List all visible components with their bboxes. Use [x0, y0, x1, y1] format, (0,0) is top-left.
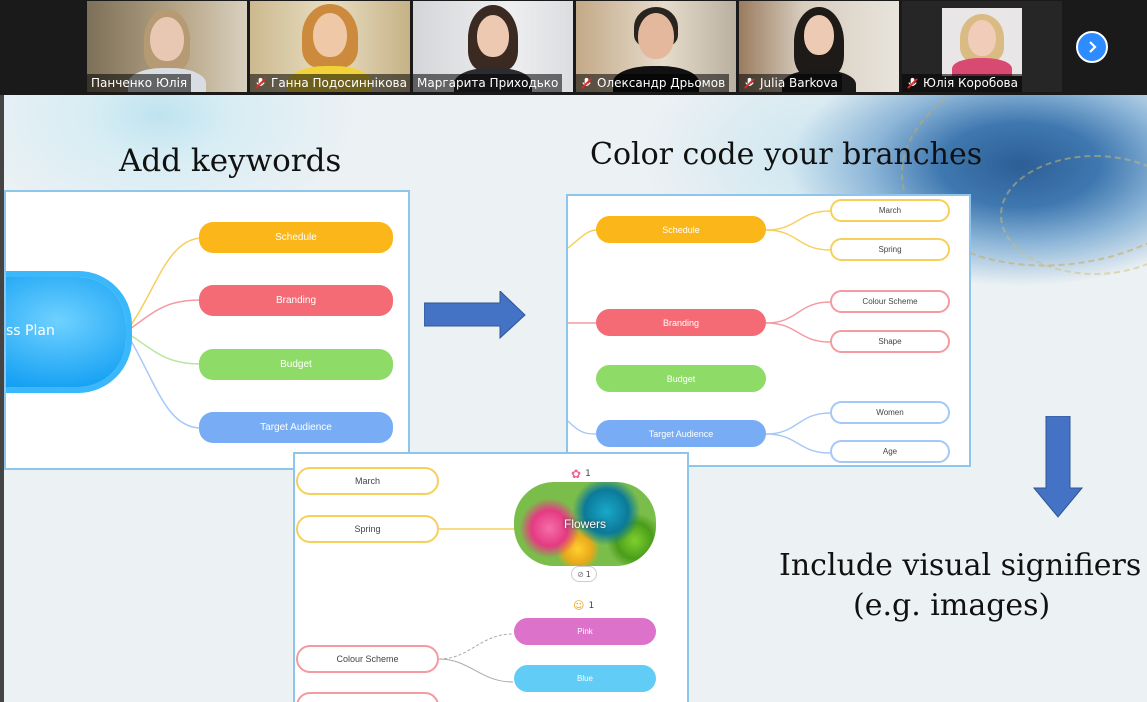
leaf-colour-scheme[interactable]: Colour Scheme	[296, 645, 439, 673]
mic-muted-icon	[255, 77, 266, 89]
branch-schedule[interactable]: Schedule	[596, 216, 766, 243]
arrow-right-icon	[424, 291, 526, 339]
smiley-heart-eyes-icon: ☺	[573, 599, 585, 612]
branch-budget[interactable]: Budget	[199, 349, 393, 380]
participant-tile[interactable]: Ганна Подосиннікова	[250, 1, 410, 92]
participant-name: Панченко Юлія	[91, 76, 188, 90]
central-topic-cloud[interactable]	[6, 277, 126, 387]
leaf-spring[interactable]: Spring	[830, 238, 950, 261]
slide-left-edge	[0, 95, 4, 702]
emoji-sticker-count: ☺1	[573, 599, 595, 612]
branch-blue[interactable]: Blue	[514, 665, 656, 692]
heading-visual-example: (e.g. images)	[853, 588, 1051, 623]
flowers-image-node[interactable]: Flowers	[514, 482, 656, 566]
participant-name: Маргарита Приходько	[417, 76, 559, 90]
participant-name: Julia Barkova	[760, 76, 838, 90]
participant-tile[interactable]: Олександр Дрьомов	[576, 1, 736, 92]
arrow-down-icon	[1033, 416, 1083, 518]
flowers-node-label: Flowers	[563, 517, 606, 531]
leaf-shape[interactable]	[296, 692, 439, 702]
flower-icon: ✿	[571, 467, 582, 481]
branch-target-audience[interactable]: Target Audience	[596, 420, 766, 447]
leaf-spring[interactable]: Spring	[296, 515, 439, 543]
heading-visual-signifiers: Include visual signifiers	[779, 548, 1142, 583]
central-topic-label: ss Plan	[6, 323, 55, 339]
participant-name: Ганна Подосиннікова	[271, 76, 407, 90]
branch-links	[568, 210, 831, 454]
leaf-march[interactable]: March	[830, 199, 950, 222]
mic-muted-icon	[581, 77, 592, 89]
participant-tile[interactable]: Панченко Юлія	[87, 1, 247, 92]
leaf-colour-scheme[interactable]: Colour Scheme	[830, 290, 950, 313]
branch-branding[interactable]: Branding	[199, 285, 393, 316]
mic-muted-icon	[744, 77, 755, 89]
branch-schedule[interactable]: Schedule	[199, 222, 393, 253]
heading-color-code: Color code your branches	[590, 137, 983, 172]
attachment-badge[interactable]: ⊘1	[571, 566, 597, 582]
branch-target-audience[interactable]: Target Audience	[199, 412, 393, 443]
leaf-age[interactable]: Age	[830, 440, 950, 463]
branch-budget[interactable]: Budget	[596, 365, 766, 392]
shared-screen-slide: Add keywords Color code your branches In…	[0, 95, 1147, 702]
participant-name: Юлія Коробова	[923, 76, 1018, 90]
next-participants-button[interactable]	[1076, 31, 1108, 63]
participant-tile[interactable]: Julia Barkova	[739, 1, 899, 92]
branch-links	[438, 528, 517, 683]
participant-tile-active-speaker[interactable]: Маргарита Приходько	[413, 1, 573, 92]
participant-photo	[942, 8, 1022, 76]
mindmap-keywords-panel: ss Plan Schedule Branding Budget Target …	[4, 190, 410, 470]
heading-add-keywords: Add keywords	[119, 143, 342, 179]
paperclip-icon: ⊘	[577, 569, 584, 579]
participant-strip: Панченко Юлія Ганна Подосиннікова Маргар…	[0, 0, 1147, 95]
mindmap-visual-panel: March Spring Colour Scheme ✿1 Flowers ⊘1…	[293, 452, 689, 702]
branch-links	[125, 237, 202, 429]
branch-branding[interactable]: Branding	[596, 309, 766, 336]
mindmap-color-panel: Schedule Branding Budget Target Audience…	[566, 194, 971, 467]
leaf-women[interactable]: Women	[830, 401, 950, 424]
leaf-march[interactable]: March	[296, 467, 439, 495]
chevron-right-icon	[1089, 41, 1097, 53]
leaf-shape[interactable]: Shape	[830, 330, 950, 353]
participant-tile[interactable]: Юлія Коробова	[902, 1, 1062, 92]
branch-pink[interactable]: Pink	[514, 618, 656, 645]
mic-muted-icon	[907, 77, 918, 89]
participant-name: Олександр Дрьомов	[597, 76, 726, 90]
flower-sticker-count: ✿1	[571, 467, 591, 481]
